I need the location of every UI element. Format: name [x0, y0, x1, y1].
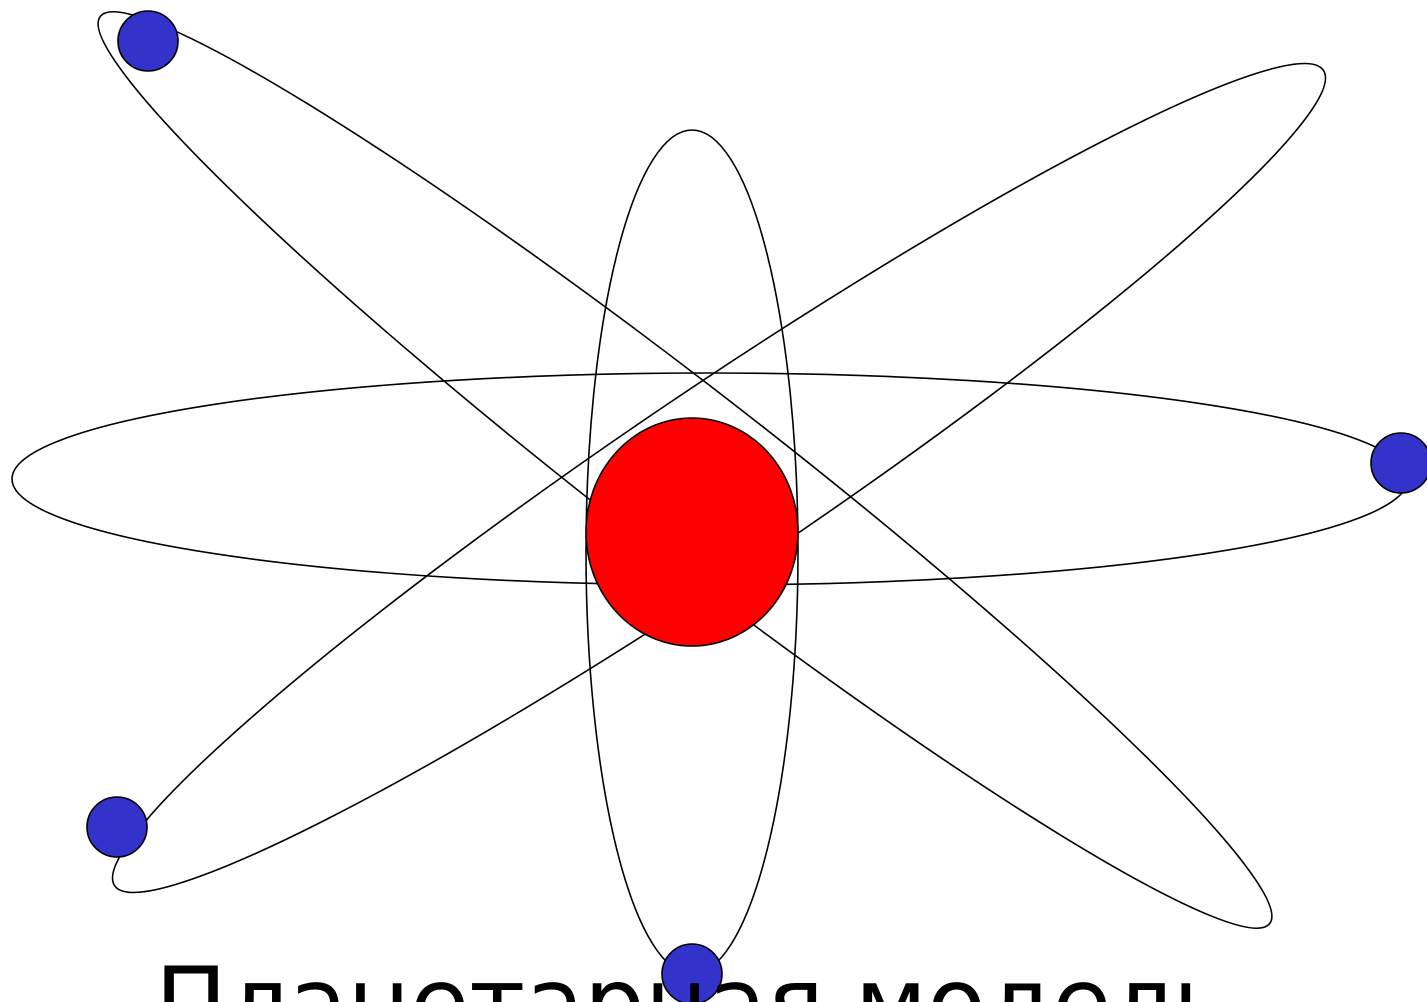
electron-bottom-left: [87, 797, 147, 857]
nucleus: [586, 418, 798, 646]
slide-caption: Планетарная модель: [155, 955, 1229, 1002]
electron-right: [1371, 433, 1427, 493]
electron-top-left: [118, 11, 178, 71]
